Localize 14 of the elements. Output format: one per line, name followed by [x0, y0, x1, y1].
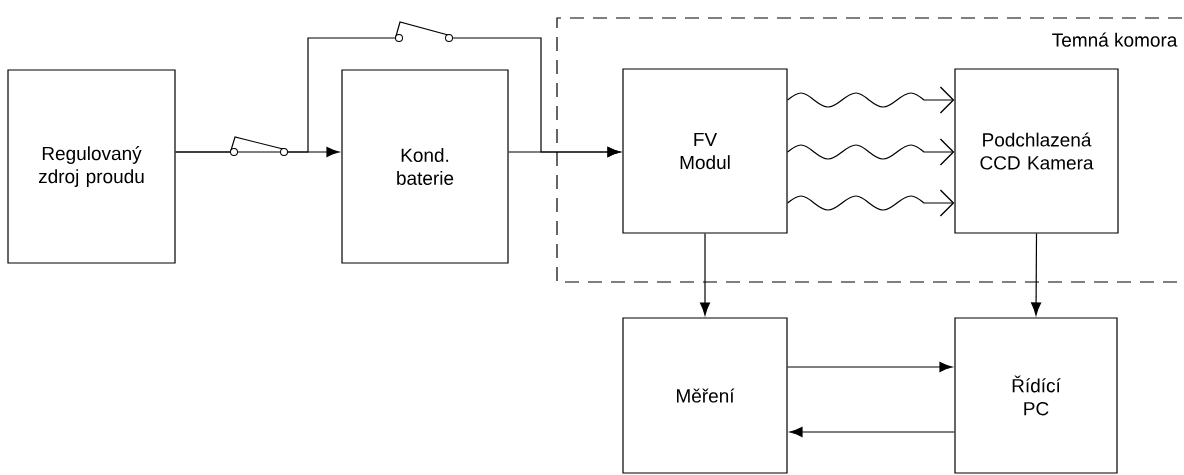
wavy-arrow	[787, 138, 955, 166]
capacitor-bank-box: Kond. baterie	[341, 69, 509, 264]
ccd-camera-box: Podchlazená CCD Kamera	[954, 68, 1119, 234]
power-source-box: Regulovaný zdroj proudu	[7, 69, 176, 264]
wavy-arrow	[787, 189, 955, 217]
control-pc-box: Řídící PC	[954, 317, 1118, 474]
arrow	[508, 146, 621, 158]
arrow	[787, 361, 953, 373]
arrow	[699, 233, 711, 316]
arrow	[789, 426, 955, 438]
pv-module-box: FV Modul	[622, 68, 788, 234]
measurement-box: Měření	[622, 317, 788, 474]
wavy-arrow	[787, 86, 955, 114]
arrow	[1031, 233, 1042, 316]
